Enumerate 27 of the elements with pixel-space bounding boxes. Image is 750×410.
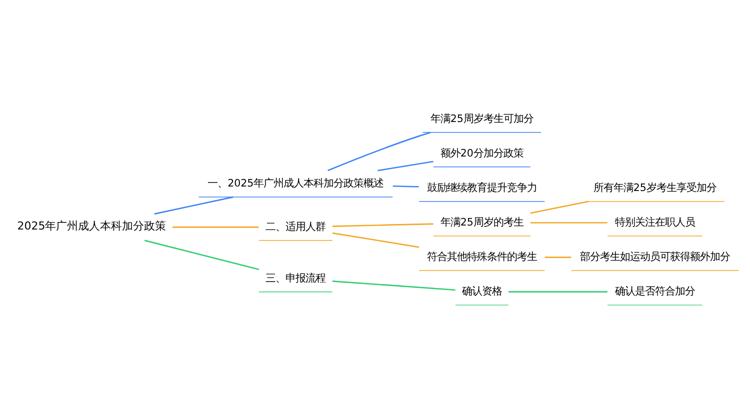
connector — [544, 256, 572, 258]
node-text: 确认是否符合加分 — [614, 285, 695, 298]
node-text: 额外20分加分政策 — [440, 146, 524, 159]
connector — [144, 239, 260, 270]
connector — [332, 222, 434, 226]
connector — [530, 222, 608, 223]
connector — [508, 290, 608, 292]
connector — [154, 196, 234, 214]
connector — [392, 184, 419, 187]
connector — [378, 160, 434, 171]
node-text: 特别关注在职人员 — [614, 216, 695, 228]
node-text: 年满25周岁考生可加分 — [430, 112, 534, 124]
node-text: 确认资格 — [462, 285, 502, 298]
node-text: 年满25周岁的考生 — [440, 216, 524, 228]
connector — [332, 280, 456, 290]
connector — [530, 200, 589, 214]
node-text: 二、适用人群 — [266, 220, 326, 232]
connector — [332, 232, 420, 248]
connector — [328, 131, 431, 171]
node-text: 三、申报流程 — [266, 272, 326, 284]
node-text: 部分考生如运动员可获得额外加分 — [580, 250, 730, 263]
connector — [172, 226, 259, 228]
node-text: 一、2025年广州成人本科加分政策概述 — [208, 177, 384, 190]
node-text: 所有年满25岁考生享受加分 — [593, 181, 716, 194]
node-text: 符合其他特殊条件的考生 — [426, 250, 537, 263]
node-text: 鼓励继续教育提升竞争力 — [426, 181, 537, 194]
node-text: 2025年广州成人本科加分政策 — [17, 219, 166, 232]
